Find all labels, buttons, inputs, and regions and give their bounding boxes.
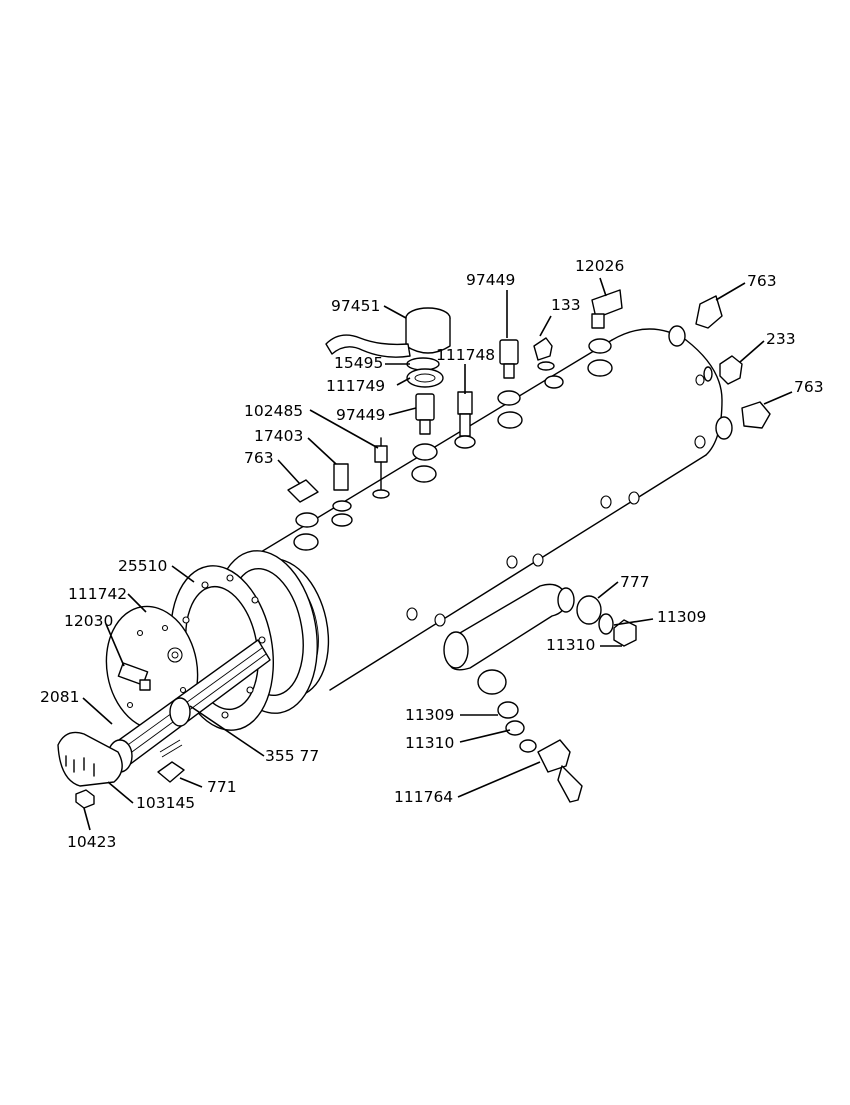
nut-10423 — [75, 789, 95, 809]
label-103145: 103145 — [136, 794, 196, 812]
elbow-763-left — [287, 479, 319, 551]
oring-15495 — [406, 357, 440, 371]
fitting-12030 — [117, 662, 151, 691]
label-102485: 102485 — [244, 402, 304, 420]
label-97451: 97451 — [331, 297, 381, 315]
label-11310-low: 11310 — [405, 734, 455, 752]
label-11310-right: 11310 — [546, 636, 596, 654]
fitting-17403 — [331, 463, 353, 527]
label-233: 233 — [766, 330, 796, 348]
label-10423: 10423 — [67, 833, 117, 851]
label-111748: 111748 — [436, 346, 496, 364]
label-111764: 111764 — [394, 788, 454, 806]
label-111742: 111742 — [68, 585, 128, 603]
label-355-77: 355 77 — [265, 747, 320, 765]
tee-12026 — [587, 289, 623, 377]
fitting-111748 — [454, 391, 476, 449]
label-25510: 25510 — [118, 557, 168, 575]
label-2081: 2081 — [40, 688, 80, 706]
label-771: 771 — [207, 778, 237, 796]
solenoid-97451 — [325, 307, 451, 358]
label-97449-mid: 97449 — [336, 406, 386, 424]
label-111749: 111749 — [326, 377, 386, 395]
label-11309-low: 11309 — [405, 706, 455, 724]
label-17403: 17403 — [254, 427, 304, 445]
tube-assembly — [443, 583, 637, 753]
label-763-right: 763 — [794, 378, 824, 396]
bolt-771 — [157, 739, 185, 783]
elbow-763-top — [668, 295, 723, 347]
label-133: 133 — [551, 296, 581, 314]
label-97449-top: 97449 — [466, 271, 516, 289]
probe-102485 — [372, 437, 390, 499]
label-763-left: 763 — [244, 449, 274, 467]
base-111749 — [406, 368, 444, 388]
leader-lines — [82, 277, 793, 831]
label-763-top: 763 — [747, 272, 777, 290]
label-11309-right: 11309 — [657, 608, 707, 626]
label-15495: 15495 — [334, 354, 384, 372]
valve-97449-top — [497, 339, 523, 429]
label-777: 777 — [620, 573, 650, 591]
heating-element — [57, 639, 271, 787]
elbow-763-right — [715, 401, 771, 440]
label-12026: 12026 — [575, 257, 625, 275]
plug-133 — [533, 337, 564, 389]
valve-111764 — [537, 739, 583, 803]
nut-233 — [703, 355, 743, 385]
label-12030: 12030 — [64, 612, 114, 630]
valve-97449-mid — [411, 393, 438, 483]
